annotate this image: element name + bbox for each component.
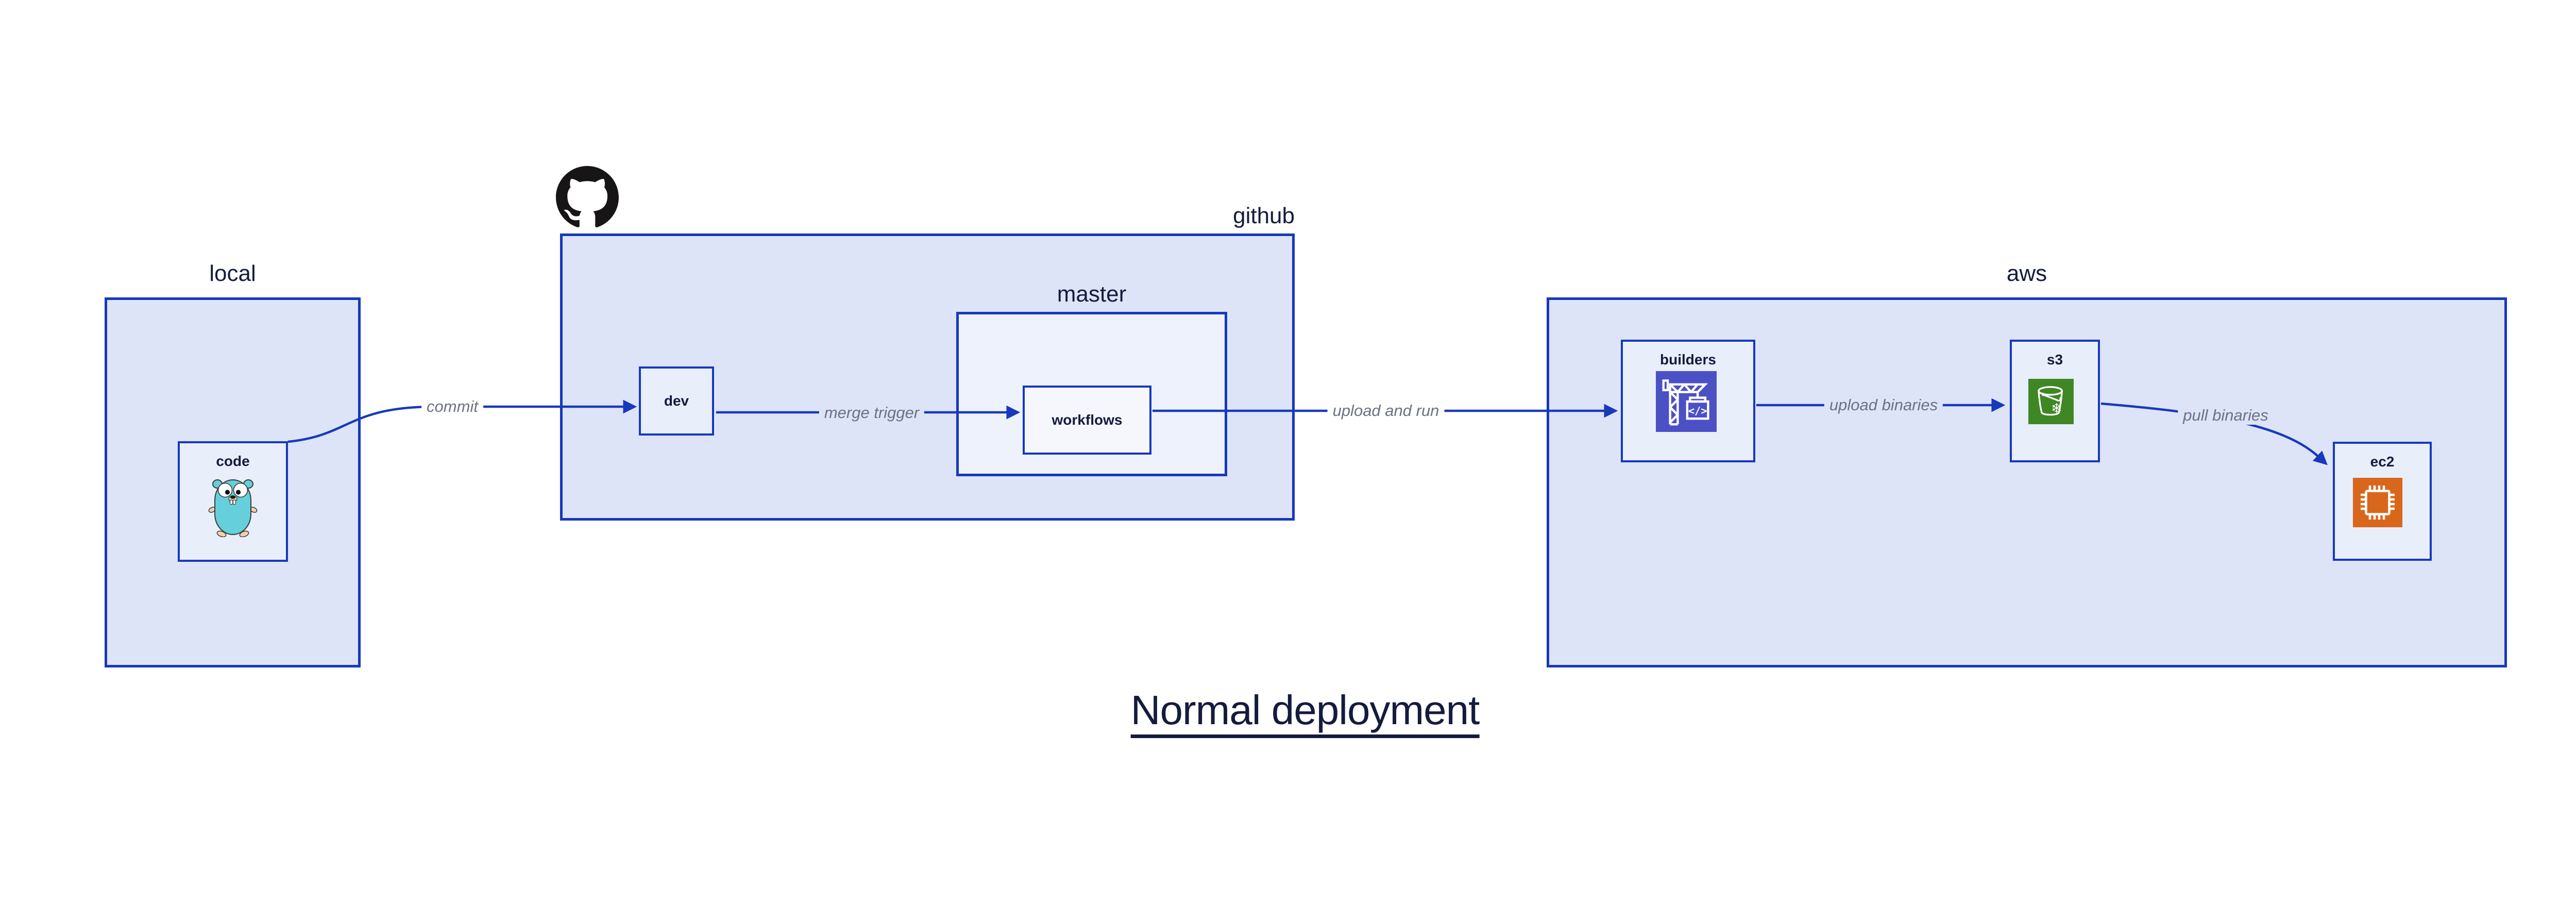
group-master-label: master [1057,281,1127,307]
edge-label-commit: commit [421,397,483,416]
diagram-title-text: Normal deployment [1130,687,1480,738]
ec2-chip-icon [2353,478,2402,527]
edge-label-pull-binaries: pull binaries [2178,406,2274,425]
node-dev-label: dev [664,393,689,409]
github-octocat-icon [556,166,619,229]
codebuild-crane-icon: </> [1656,371,1717,432]
edge-label-upload-and-run: upload and run [1327,402,1445,420]
group-local-label: local [209,261,256,286]
edge-label-upload-binaries: upload binaries [1824,396,1943,414]
group-github-label: github [1233,203,1295,228]
node-ec2-label: ec2 [2370,454,2395,470]
node-s3-label: s3 [2046,352,2063,368]
diagram-title: Normal deployment [1130,687,1480,738]
node-dev: dev [639,366,714,436]
svg-text:❄: ❄ [2051,401,2062,416]
go-gopher-icon [207,477,259,537]
group-aws-label: aws [2006,261,2047,286]
node-workflows-label: workflows [1052,412,1123,428]
node-workflows: workflows [1023,386,1151,455]
svg-text:</>: </> [1688,405,1707,417]
node-code-label: code [216,453,250,469]
node-builders-label: builders [1660,352,1716,368]
edge-label-merge-trigger: merge trigger [819,404,925,422]
s3-glacier-bucket-icon: ❄ [2028,379,2074,424]
